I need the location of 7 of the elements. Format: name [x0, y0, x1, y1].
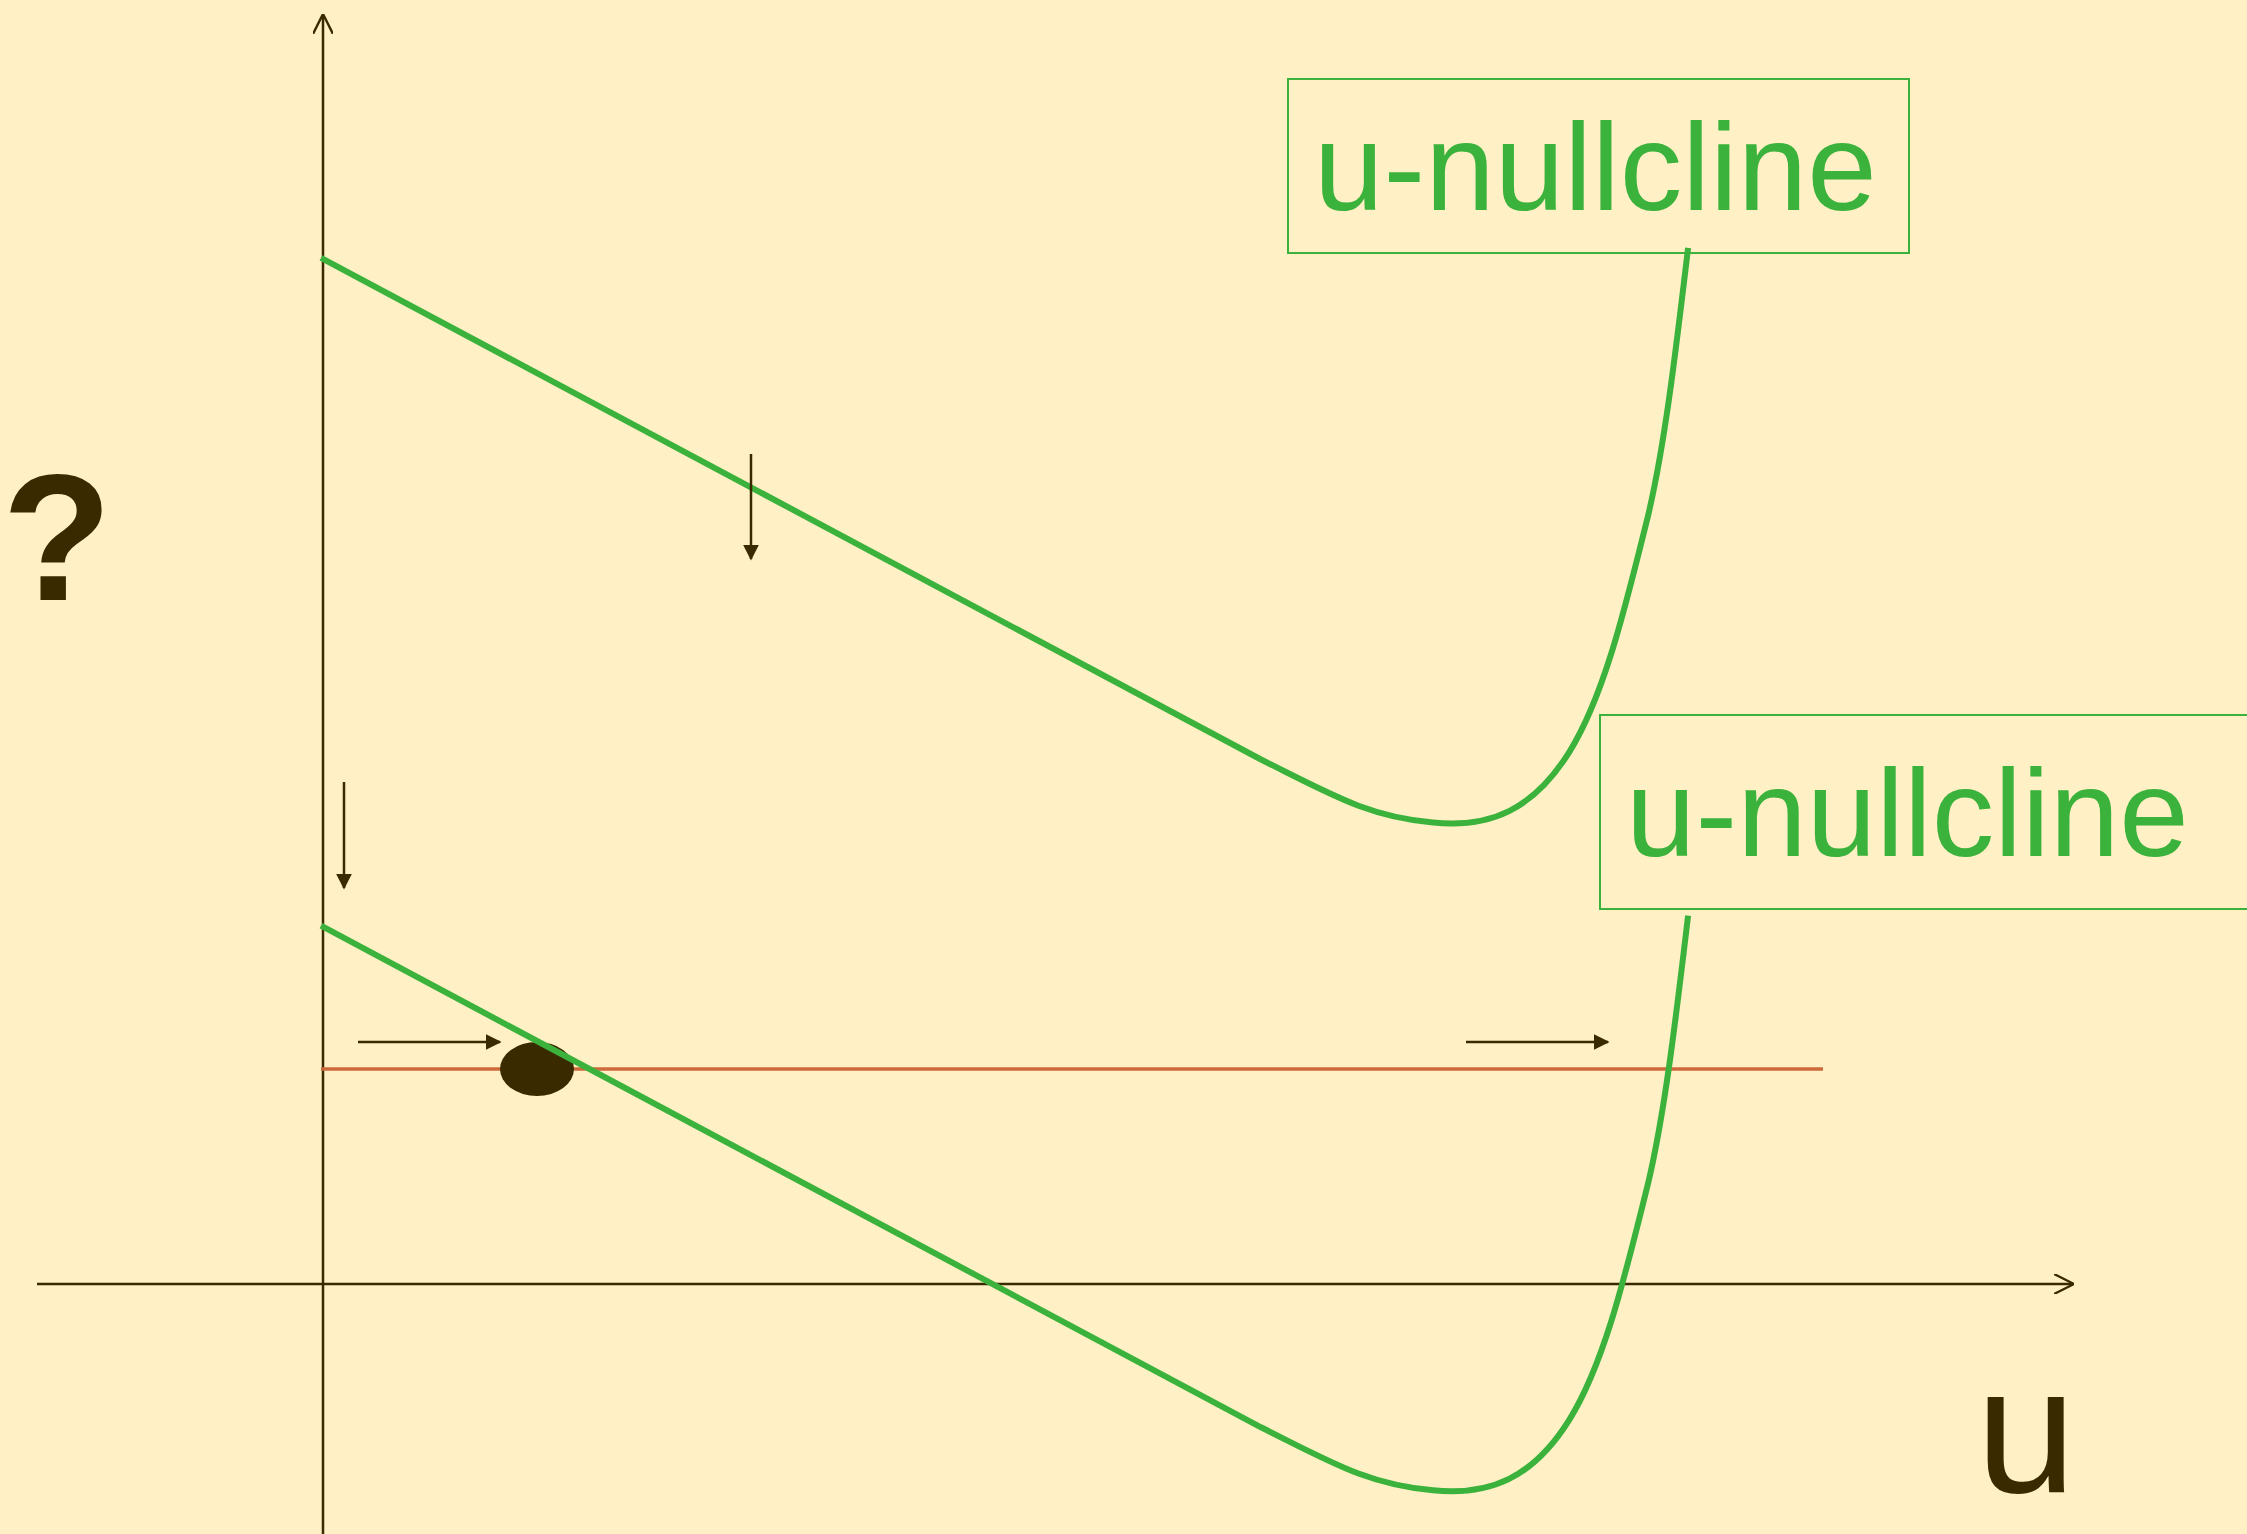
label-box [1287, 78, 1910, 254]
curve-label: u-nullcline [1314, 103, 1877, 229]
curve-label: u-nullcline [1626, 749, 2189, 875]
label-box [1599, 714, 2247, 910]
axis-label: u [1976, 1340, 2077, 1520]
fixed-point-dot [500, 1042, 574, 1096]
question-mark: ? [2, 448, 112, 628]
